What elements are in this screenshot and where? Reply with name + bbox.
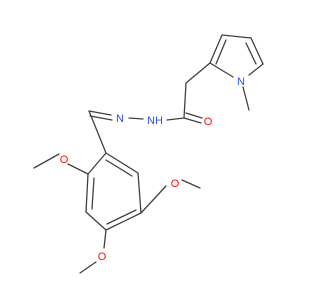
bond-pyrrole-c2-c3 — [209, 34, 223, 64]
bond-ch2-carbonyl — [183, 82, 187, 119]
bond-o-ch3-right — [181, 179, 201, 189]
bond-benzene-c6-c1 — [105, 152, 139, 174]
bond-benzene-c4-c5 — [105, 212, 142, 231]
bond-benzene-c1-c2 — [87, 152, 107, 175]
bond-ch-aryl — [88, 110, 107, 154]
atom-methoxy-o-right: O — [171, 178, 180, 190]
bond-benzene-c3-c4 — [85, 211, 107, 231]
bond-pyrrole-n-c2 — [209, 62, 234, 78]
bond-pyrrole-c3-c4 — [221, 34, 252, 39]
atom-imine-n: N — [116, 113, 124, 125]
bond-benzene-c6-c1-double — [105, 159, 133, 177]
bond-o-ch3-top — [33, 153, 60, 169]
bond-o-ch3-bottom — [79, 261, 97, 274]
bond-benzene-c2-c3-double — [91, 177, 95, 210]
molecule-diagram: O NH N N O O O — [33, 34, 264, 274]
bond-pyrrole-c4-c5 — [250, 37, 264, 65]
bond-pyrrole-ch2 — [185, 62, 211, 84]
bond-n-ch-imine-double — [89, 115, 113, 121]
bond-ring-o-bottom — [103, 229, 107, 249]
atom-pyrrole-n: N — [237, 76, 245, 88]
bond-n-ch-imine — [88, 110, 112, 116]
bond-ring-o-top — [67, 163, 89, 175]
bond-benzene-c5-c6 — [137, 172, 142, 214]
bond-pyrrole-c2-c3-double — [215, 39, 227, 65]
molecule-structure: O NH N N O O O — [33, 34, 264, 274]
atom-labels: O NH N N O O O — [60, 76, 245, 263]
bond-network — [33, 34, 264, 274]
bond-benzene-c2-c3 — [85, 173, 89, 213]
bond-pyrrole-c4-c5-double — [245, 42, 257, 65]
bond-n-methyl — [242, 86, 250, 111]
atom-amide-nh: NH — [147, 115, 163, 127]
bond-benzene-c4-c5-double — [106, 209, 137, 225]
bond-carbonyl-o-double — [185, 112, 203, 119]
bond-ring-o-right — [140, 185, 167, 214]
bond-pyrrole-c5-n — [248, 63, 264, 76]
bond-nh-n — [128, 117, 144, 120]
bond-carbonyl-nh — [166, 117, 185, 121]
atom-methoxy-o-bottom: O — [98, 251, 107, 263]
bond-carbonyl-o — [183, 117, 202, 124]
atom-methoxy-o-top: O — [60, 154, 69, 166]
atom-carbonyl-oxygen: O — [204, 116, 213, 128]
